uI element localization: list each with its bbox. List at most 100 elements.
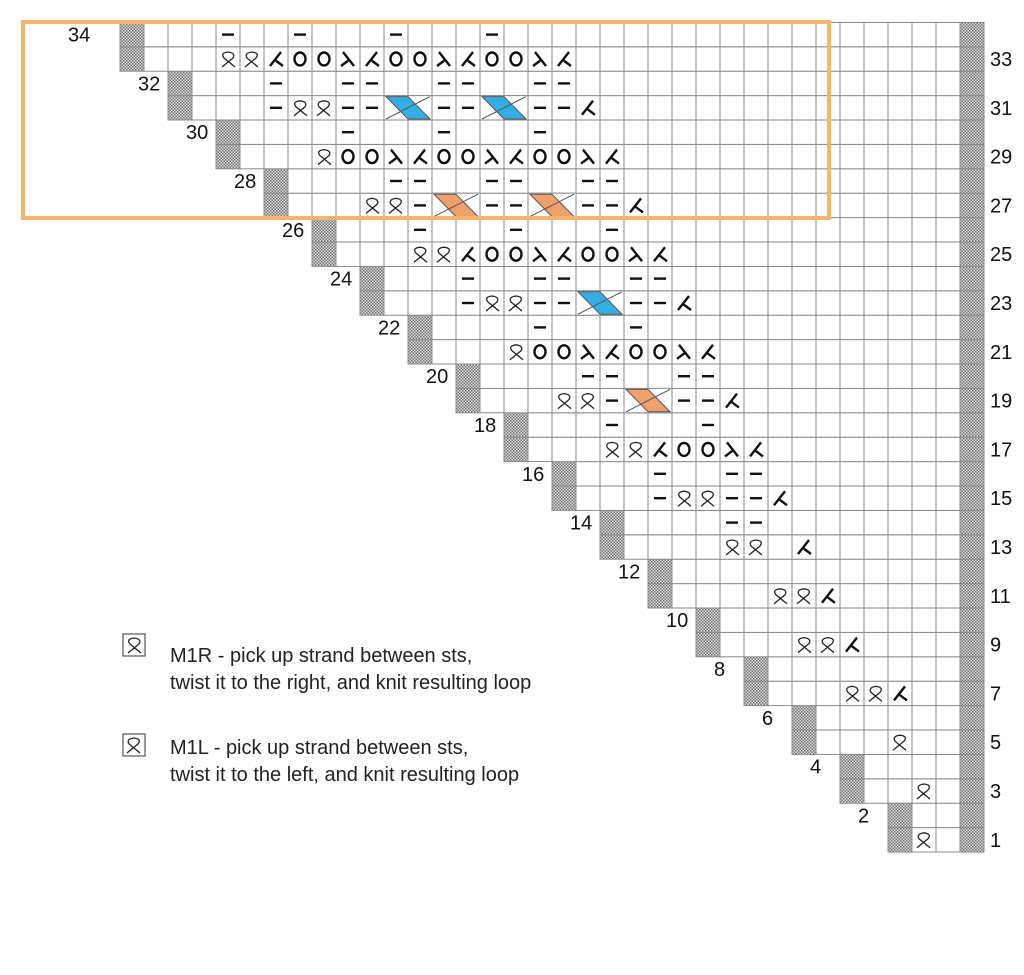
stitch-cell bbox=[863, 119, 889, 145]
stitch-cell bbox=[791, 217, 817, 243]
stitch-cell bbox=[479, 119, 505, 145]
stitch-cell bbox=[791, 656, 817, 682]
stitch-cell bbox=[935, 485, 961, 511]
stitch-cell bbox=[311, 70, 337, 97]
stitch-cell bbox=[935, 729, 961, 755]
stitch-cell bbox=[911, 729, 937, 755]
no-stitch-cell bbox=[695, 631, 721, 658]
legend-m1l: M1L - pick up strand between sts, twist … bbox=[122, 733, 519, 786]
stitch-cell bbox=[815, 290, 841, 316]
stitch-cell bbox=[743, 265, 769, 292]
stitch-cell bbox=[623, 21, 649, 48]
no-stitch-cell bbox=[359, 265, 385, 292]
no-stitch-cell bbox=[551, 485, 577, 511]
stitch-cell bbox=[887, 168, 913, 194]
stitch-cell bbox=[647, 290, 673, 316]
stitch-cell bbox=[839, 412, 865, 438]
row-label-29: 29 bbox=[990, 147, 1012, 169]
m1l-icon bbox=[868, 685, 883, 702]
stitch-cell bbox=[863, 705, 889, 731]
m1r-icon bbox=[845, 685, 860, 702]
m1r-icon bbox=[293, 100, 308, 117]
stitch-cell bbox=[839, 119, 865, 145]
stitch-cell bbox=[695, 143, 721, 170]
row-label-22: 22 bbox=[378, 317, 400, 339]
stitch-cell bbox=[359, 217, 385, 243]
k2tog-icon bbox=[605, 344, 620, 360]
stitch-cell bbox=[695, 583, 721, 609]
no-stitch-cell bbox=[359, 290, 385, 316]
stitch-cell bbox=[911, 290, 937, 316]
stitch-cell bbox=[575, 46, 601, 72]
stitch-cell bbox=[359, 168, 385, 194]
stitch-cell bbox=[671, 217, 697, 243]
stitch-cell bbox=[287, 119, 313, 145]
k2tog-icon bbox=[581, 100, 596, 116]
stitch-cell bbox=[911, 265, 937, 292]
stitch-cell bbox=[575, 21, 601, 48]
stitch-cell bbox=[719, 558, 745, 585]
no-stitch-cell bbox=[959, 729, 985, 755]
stitch-cell bbox=[383, 290, 409, 316]
yo-icon bbox=[677, 441, 691, 458]
m1l-icon bbox=[388, 197, 403, 214]
stitch-cell bbox=[359, 241, 385, 267]
stitch-cell bbox=[671, 119, 697, 145]
stitch-cell bbox=[767, 680, 793, 707]
stitch-cell bbox=[719, 70, 745, 97]
stitch-cell bbox=[503, 387, 529, 414]
row-label-17: 17 bbox=[990, 439, 1012, 461]
stitch-cell bbox=[575, 461, 601, 487]
stitch-cell bbox=[647, 95, 673, 121]
stitch-cell bbox=[935, 607, 961, 633]
row-label-10: 10 bbox=[666, 610, 688, 632]
stitch-cell bbox=[695, 119, 721, 145]
stitch-cell bbox=[863, 412, 889, 438]
stitch-cell bbox=[863, 314, 889, 341]
stitch-cell bbox=[791, 583, 817, 609]
stitch-cell bbox=[839, 143, 865, 170]
stitch-cell bbox=[527, 21, 553, 48]
stitch-cell bbox=[695, 534, 721, 560]
stitch-cell bbox=[935, 168, 961, 194]
stitch-cell bbox=[767, 192, 793, 219]
stitch-cell bbox=[239, 21, 265, 48]
no-stitch-cell bbox=[311, 241, 337, 267]
stitch-cell bbox=[791, 192, 817, 219]
m1r-icon bbox=[221, 51, 236, 68]
stitch-cell bbox=[647, 363, 673, 389]
yo-icon bbox=[389, 51, 403, 67]
stitch-cell bbox=[239, 119, 265, 145]
stitch-cell bbox=[719, 217, 745, 243]
m1l-icon bbox=[796, 588, 811, 605]
row-label-20: 20 bbox=[426, 366, 448, 388]
stitch-cell bbox=[887, 217, 913, 243]
no-stitch-cell bbox=[959, 168, 985, 194]
cable-cross-icon bbox=[575, 290, 625, 316]
stitch-cell bbox=[575, 119, 601, 145]
m1r-icon bbox=[797, 636, 812, 654]
stitch-cell bbox=[767, 217, 793, 243]
ssk-icon bbox=[484, 148, 499, 165]
row-label-28: 28 bbox=[234, 171, 256, 193]
row-label-19: 19 bbox=[990, 391, 1012, 413]
stitch-cell bbox=[911, 778, 937, 804]
row-label-13: 13 bbox=[990, 537, 1012, 559]
stitch-cell bbox=[911, 827, 937, 853]
stitch-cell bbox=[791, 119, 817, 145]
row-label-25: 25 bbox=[990, 244, 1012, 266]
stitch-cell bbox=[839, 339, 865, 365]
row-label-34: 34 bbox=[68, 25, 90, 47]
stitch-cell bbox=[887, 436, 913, 463]
stitch-cell bbox=[695, 558, 721, 585]
stitch-cell bbox=[791, 314, 817, 341]
stitch-cell bbox=[863, 607, 889, 633]
stitch-cell bbox=[791, 70, 817, 97]
stitch-cell bbox=[863, 387, 889, 414]
stitch-cell bbox=[911, 192, 937, 219]
stitch-cell bbox=[695, 314, 721, 341]
stitch-cell bbox=[911, 119, 937, 145]
no-stitch-cell bbox=[791, 705, 817, 731]
stitch-cell bbox=[887, 339, 913, 365]
stitch-cell bbox=[623, 436, 649, 463]
